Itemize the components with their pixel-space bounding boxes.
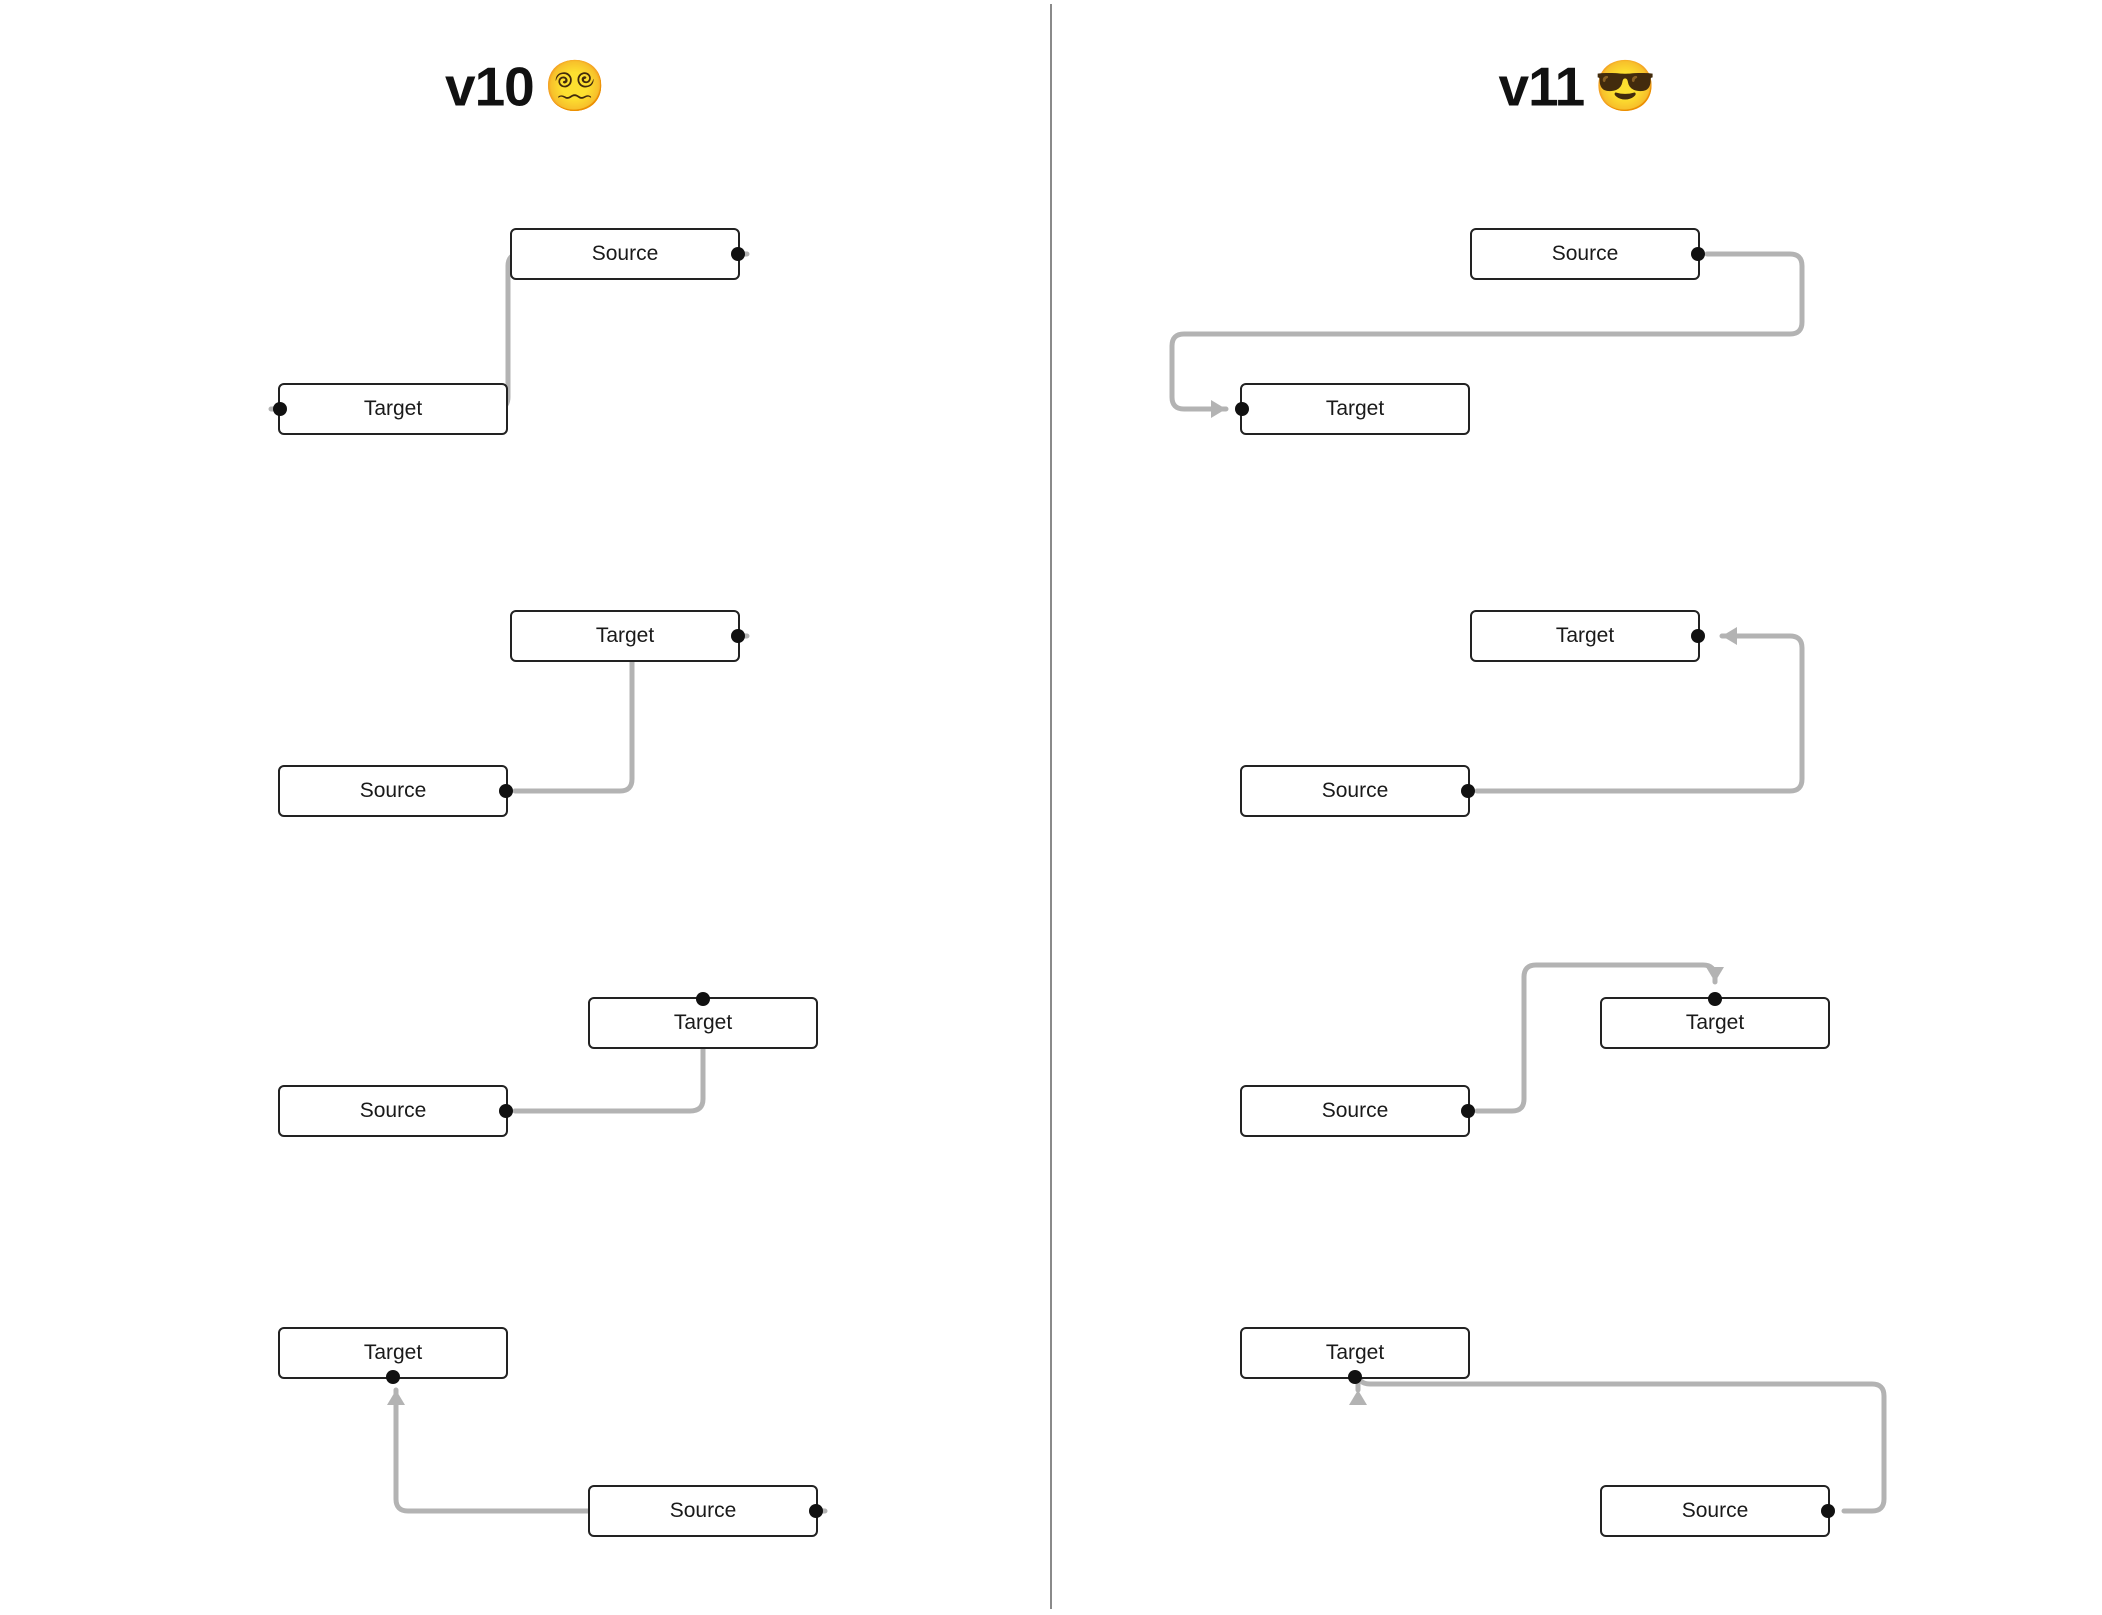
node-source-v10-row-3[interactable]: Source: [278, 1085, 513, 1137]
connection-handle-right[interactable]: [1691, 629, 1705, 643]
node-label: Target: [673, 1011, 733, 1034]
node-source-v11-row-2[interactable]: Source: [1240, 765, 1475, 817]
node-label: Target: [363, 1341, 423, 1364]
connection-handle-right[interactable]: [1461, 1104, 1475, 1118]
edge-arrowhead-icon: [387, 1390, 405, 1405]
connection-handle-right[interactable]: [1691, 247, 1705, 261]
node-label: Target: [1555, 624, 1615, 647]
connection-handle-left[interactable]: [273, 402, 287, 416]
node-target-v10-row-4[interactable]: Target: [278, 1327, 508, 1384]
node-source-v10-row-4[interactable]: Source: [588, 1485, 823, 1537]
node-target-v11-row-4[interactable]: Target: [1240, 1327, 1470, 1384]
face-with-spiral-eyes-emoji: 😵‍💫: [543, 57, 606, 114]
node-label: Source: [669, 1499, 737, 1522]
node-source-v11-row-3[interactable]: Source: [1240, 1085, 1475, 1137]
panel-title-v10: v10😵‍💫: [0, 50, 1050, 118]
node-target-v10-row-2[interactable]: Target: [510, 610, 745, 662]
connection-handle-left[interactable]: [1235, 402, 1249, 416]
node-source-v11-row-1[interactable]: Source: [1470, 228, 1705, 280]
edge-arrowhead-icon: [1706, 967, 1724, 982]
node-label: Source: [1681, 1499, 1749, 1522]
panel-title-text: v10: [444, 55, 535, 118]
edge-arrowhead-icon: [1349, 1390, 1367, 1405]
node-target-v11-row-2[interactable]: Target: [1470, 610, 1705, 662]
node-source-v10-row-2[interactable]: Source: [278, 765, 513, 817]
node-label: Source: [359, 779, 427, 802]
connection-handle-right[interactable]: [499, 784, 513, 798]
connection-handle-right[interactable]: [809, 1504, 823, 1518]
node-label: Target: [363, 397, 423, 420]
edge-arrowhead-icon: [1722, 627, 1737, 645]
node-label: Source: [591, 242, 659, 265]
connection-handle-right[interactable]: [499, 1104, 513, 1118]
node-label: Target: [595, 624, 655, 647]
panel-divider: [1050, 4, 1052, 1609]
node-source-v11-row-4[interactable]: Source: [1600, 1485, 1835, 1537]
node-target-v11-row-3[interactable]: Target: [1600, 992, 1830, 1049]
panel-title-v11: v11😎: [1052, 50, 2102, 118]
node-label: Target: [1325, 1341, 1385, 1364]
connection-handle-top[interactable]: [696, 992, 710, 1006]
connection-handle-right[interactable]: [1461, 784, 1475, 798]
connection-handle-bottom[interactable]: [1348, 1370, 1362, 1384]
node-target-v10-row-3[interactable]: Target: [588, 992, 818, 1049]
node-label: Target: [1325, 397, 1385, 420]
panel-title-text: v11: [1498, 55, 1586, 118]
connection-handle-bottom[interactable]: [386, 1370, 400, 1384]
node-target-v11-row-1[interactable]: Target: [1235, 383, 1470, 435]
node-source-v10-row-1[interactable]: Source: [510, 228, 745, 280]
connection-handle-right[interactable]: [1821, 1504, 1835, 1518]
connection-handle-right[interactable]: [731, 629, 745, 643]
node-target-v10-row-1[interactable]: Target: [273, 383, 508, 435]
node-label: Target: [1685, 1011, 1745, 1034]
smiling-face-with-sunglasses-emoji: 😎: [1594, 57, 1656, 114]
node-label: Source: [1321, 779, 1389, 802]
connection-handle-top[interactable]: [1708, 992, 1722, 1006]
edge-arrowhead-icon: [1211, 400, 1226, 418]
connection-handle-right[interactable]: [731, 247, 745, 261]
node-label: Source: [1551, 242, 1619, 265]
node-label: Source: [359, 1099, 427, 1122]
node-label: Source: [1321, 1099, 1389, 1122]
